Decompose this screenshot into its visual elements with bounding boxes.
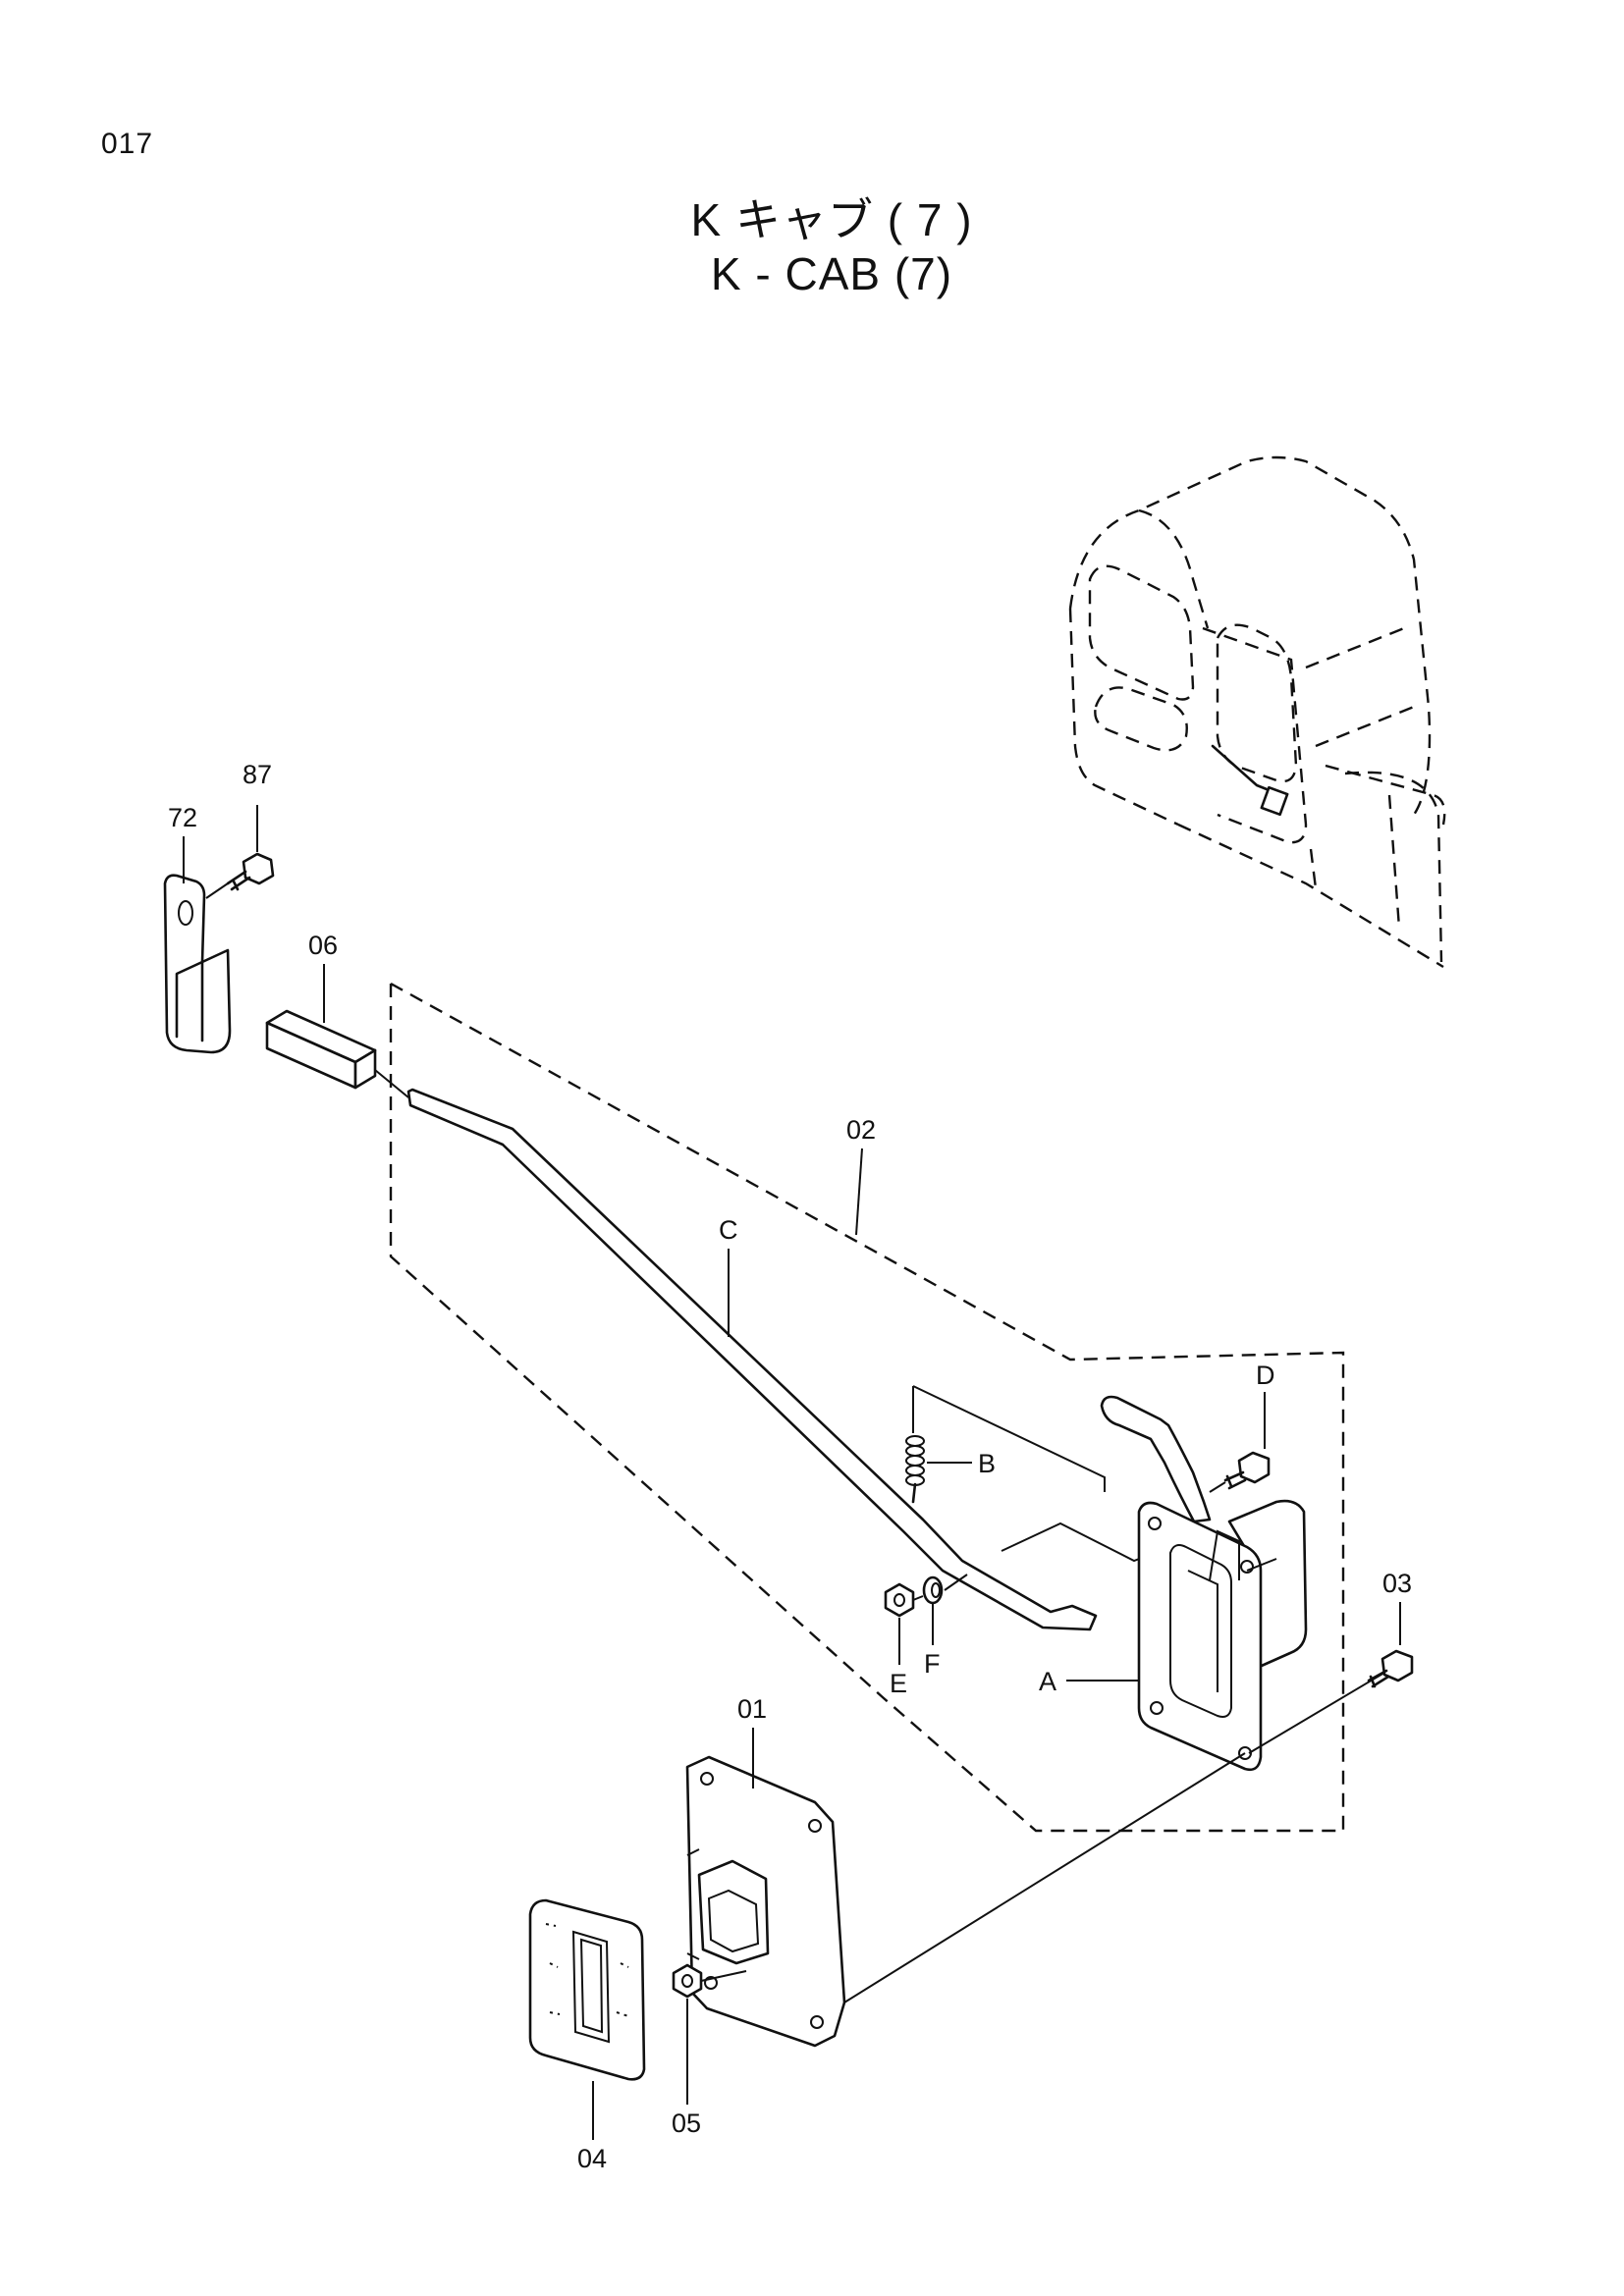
callout-a: A [1039, 1667, 1056, 1696]
callout-04: 04 [577, 2144, 607, 2173]
part-d-bolt [1223, 1451, 1271, 1490]
part-a-latch [1137, 1499, 1308, 1772]
page-number: 017 [101, 128, 154, 160]
alignment-line-87 [205, 882, 229, 899]
callout-87: 87 [243, 760, 272, 789]
callout-06: 06 [308, 931, 338, 960]
callout-01: 01 [737, 1694, 767, 1724]
part-c-rod [406, 1088, 1098, 1631]
part-01-plate [685, 1755, 846, 2048]
diagram-title-english: K - CAB (7) [710, 248, 953, 299]
leader-02 [855, 1148, 863, 1236]
part-72-bracket [163, 874, 232, 1054]
part-87-bolt [226, 852, 275, 891]
callout-02: 02 [846, 1115, 876, 1145]
callout-f: F [924, 1649, 941, 1679]
callout-d: D [1256, 1361, 1275, 1390]
alignment-line-03-bolt [1248, 1672, 1385, 1754]
callout-b: B [978, 1449, 996, 1478]
callout-e: E [890, 1669, 907, 1698]
part-03-bolt [1367, 1649, 1414, 1688]
callout-05: 05 [672, 2109, 701, 2138]
cab-location-view [1068, 455, 1446, 969]
lock-location-marker [1260, 785, 1289, 817]
part-04-pad [528, 1898, 646, 2081]
alignment-line-ef [912, 1574, 968, 1601]
spring-attachment-line [912, 1385, 1106, 1492]
callout-72: 72 [168, 803, 197, 832]
diagram-title-japanese: K キャブ ( 7 ) [690, 194, 973, 245]
part-05-nut [672, 1963, 703, 1999]
part-e-nut [884, 1582, 915, 1618]
part-f-washer [922, 1575, 944, 1605]
alignment-line-d [1209, 1481, 1226, 1493]
part-06-sleeve [265, 1009, 377, 1090]
alignment-line-03 [843, 1752, 1246, 2003]
assembly-02-boundary [389, 982, 1345, 1833]
alignment-line-06 [374, 1069, 409, 1098]
alignment-line-05 [700, 1970, 747, 1982]
callout-c: C [719, 1215, 738, 1245]
part-b-spring [905, 1435, 925, 1504]
callout-03: 03 [1382, 1569, 1412, 1598]
